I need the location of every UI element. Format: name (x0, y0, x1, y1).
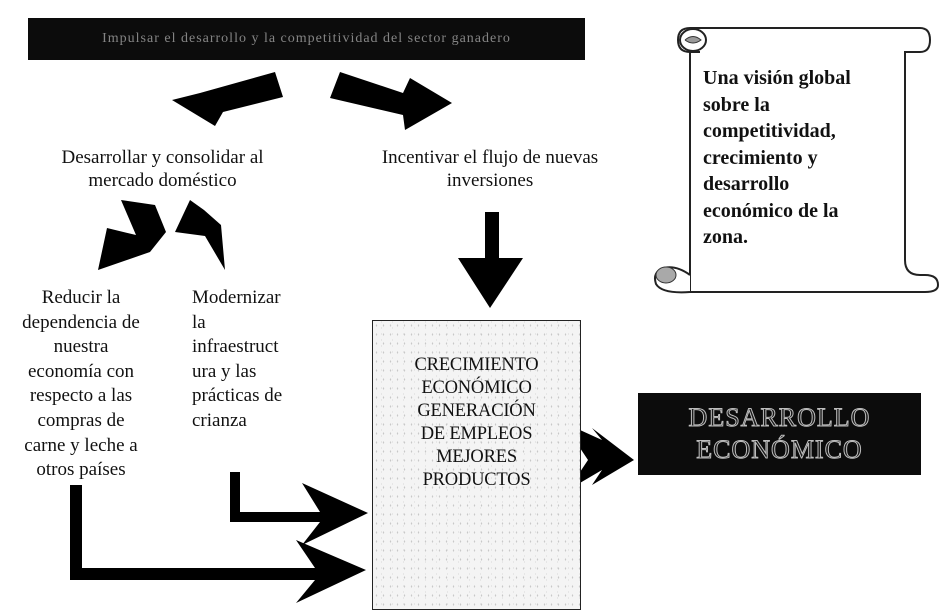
result-banner: DESARROLLO ECONÓMICO (638, 393, 921, 475)
fork-arrow-left (98, 200, 166, 270)
scroll-text: Una visión global sobre la competitivida… (703, 67, 851, 248)
arrow-reduce-to-box (70, 485, 366, 603)
arrow-modernize-to-box (230, 472, 368, 545)
scroll-shape (654, 27, 940, 294)
arrow-down-to-box (458, 212, 523, 308)
sub-branch-reduce: Reducir la dependencia de nuestra econom… (22, 287, 140, 481)
arrow-box-to-result (568, 428, 634, 490)
branch-right-label: Incentivar el flujo de nuevas inversione… (381, 147, 599, 191)
top-banner-text: Impulsar el desarrollo y la competitivid… (102, 31, 511, 46)
sub-branch-modernize: Modernizar la infraestruct ura y las prá… (192, 287, 283, 431)
growth-box-text: CRECIMIENTO ECONÓMICO GENERACIÓN DE EMPL… (414, 355, 539, 490)
branch-left-label: Desarrollar y consolidar al mercado domé… (61, 147, 264, 191)
top-banner: Impulsar el desarrollo y la competitivid… (28, 18, 585, 60)
arrow-to-left-branch (172, 72, 283, 126)
arrow-to-right-branch (330, 72, 452, 130)
fork-arrow-right (175, 200, 225, 270)
growth-box: CRECIMIENTO ECONÓMICO GENERACIÓN DE EMPL… (372, 320, 581, 610)
